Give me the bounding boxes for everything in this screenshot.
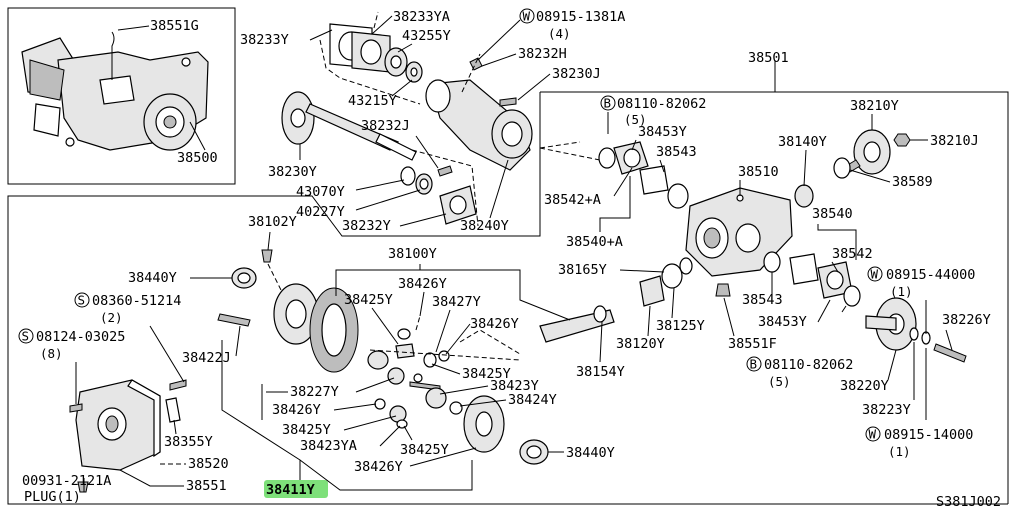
- label-38154Y: 38154Y: [576, 364, 625, 380]
- label-38422J: 38422J: [182, 350, 231, 366]
- label-38100Y: 38100Y: [388, 246, 437, 262]
- label-38427Y: 38427Y: [432, 294, 481, 310]
- label-08110-82062-bottom: 08110-82062: [764, 357, 853, 373]
- axle-assembly-inset: [21, 31, 209, 151]
- label-38425Y-d: 38425Y: [400, 442, 449, 458]
- label-38424Y: 38424Y: [508, 392, 557, 408]
- label-38540: 38540: [812, 206, 853, 222]
- label-38453Y-top: 38453Y: [638, 124, 687, 140]
- callout-w-08915-14000: W 08915-14000 (1): [865, 426, 973, 459]
- label-38423YA: 38423YA: [300, 438, 357, 454]
- highlight-box: [264, 480, 328, 498]
- label-08915-1381A: 08915-1381A: [536, 9, 625, 25]
- label-38440Y-top: 38440Y: [128, 270, 177, 286]
- label-38223Y: 38223Y: [862, 402, 911, 418]
- label-38232Y: 38232Y: [342, 218, 391, 234]
- label-38120Y: 38120Y: [616, 336, 665, 352]
- label-38425Y-c: 38425Y: [282, 422, 331, 438]
- qty-08110-82062-bottom: (5): [768, 374, 791, 389]
- callout-b-08110-82062-top: B 08110-82062 (5): [600, 95, 706, 127]
- differential-group: [69, 249, 549, 493]
- label-38210J: 38210J: [930, 133, 979, 149]
- w-symbol: W: [869, 427, 877, 442]
- label-08124-03025: 08124-03025: [36, 329, 125, 345]
- qty-08124-03025: (8): [40, 346, 63, 361]
- label-38551G: 38551G: [150, 18, 199, 34]
- w-symbol: W: [871, 267, 879, 282]
- label-38233YA: 38233YA: [393, 9, 450, 25]
- label-43070Y: 43070Y: [296, 184, 345, 200]
- callout-w-08915-44000: W 08915-44000 (1): [867, 266, 975, 299]
- b-symbol: B: [604, 96, 612, 111]
- label-38425Y-a: 38425Y: [344, 292, 393, 308]
- drawing-code: S381J002: [936, 494, 1001, 510]
- label-38226Y: 38226Y: [942, 312, 991, 328]
- label-38232J: 38232J: [361, 118, 410, 134]
- label-08360-51214: 08360-51214: [92, 293, 181, 309]
- label-38411Y[interactable]: 38411Y: [266, 482, 316, 498]
- label-38230J: 38230J: [552, 66, 601, 82]
- label-38355Y: 38355Y: [164, 434, 213, 450]
- label-40227Y: 40227Y: [296, 204, 345, 220]
- callout-s-08124-03025: S 08124-03025 (8): [18, 328, 125, 361]
- label-38426Y-d: 38426Y: [354, 459, 403, 475]
- label-38540A: 38540+A: [566, 234, 623, 250]
- label-08110-82062-top: 08110-82062: [617, 96, 706, 112]
- label-43215Y: 43215Y: [348, 93, 397, 109]
- label-38589: 38589: [892, 174, 933, 190]
- plug-note: PLUG(1): [24, 489, 81, 505]
- label-38543-right: 38543: [742, 292, 783, 308]
- label-38220Y: 38220Y: [840, 378, 889, 394]
- label-38542: 38542: [832, 246, 873, 262]
- label-38520: 38520: [188, 456, 229, 472]
- label-00931-2121A: 00931-2121A: [22, 473, 111, 489]
- label-38240Y: 38240Y: [460, 218, 509, 234]
- label-38426Y-a: 38426Y: [398, 276, 447, 292]
- callout-s-08360-51214: S 08360-51214 (2): [74, 292, 181, 325]
- label-38453Y-right: 38453Y: [758, 314, 807, 330]
- qty-08360-51214: (2): [100, 310, 123, 325]
- label-38501: 38501: [748, 50, 789, 66]
- callout-w-08915-1381A: W 08915-1381A (4): [519, 8, 625, 41]
- label-38542A: 38542+A: [544, 192, 601, 208]
- label-38140Y: 38140Y: [778, 134, 827, 150]
- qty-08915-1381A: (4): [548, 26, 571, 41]
- s-symbol: S: [78, 293, 86, 308]
- label-38426Y-b: 38426Y: [470, 316, 519, 332]
- label-38210Y: 38210Y: [850, 98, 899, 114]
- qty-08110-82062-top: (5): [624, 112, 647, 127]
- qty-08915-14000: (1): [888, 444, 911, 459]
- label-08915-44000: 08915-44000: [886, 267, 975, 283]
- label-38102Y: 38102Y: [248, 214, 297, 230]
- label-38423Y: 38423Y: [490, 378, 539, 394]
- label-38227Y: 38227Y: [290, 384, 339, 400]
- callout-b-08110-82062-bottom: B 08110-82062 (5): [746, 356, 853, 389]
- label-38440Y-bottom: 38440Y: [566, 445, 615, 461]
- label-38551: 38551: [186, 478, 227, 494]
- frames: [7, 7, 1009, 505]
- label-38125Y: 38125Y: [656, 318, 705, 334]
- qty-08915-44000: (1): [890, 284, 913, 299]
- label-38230Y: 38230Y: [268, 164, 317, 180]
- axle-shaft-group: [281, 11, 601, 227]
- label-08915-14000: 08915-14000: [884, 427, 973, 443]
- label-38232H: 38232H: [518, 46, 567, 62]
- label-38543-top: 38543: [656, 144, 697, 160]
- label-38165Y: 38165Y: [558, 262, 607, 278]
- b-symbol: B: [750, 357, 758, 372]
- label-38426Y-c: 38426Y: [272, 402, 321, 418]
- label-38510: 38510: [738, 164, 779, 180]
- label-43255Y: 43255Y: [402, 28, 451, 44]
- carrier-group: [539, 129, 967, 363]
- w-symbol: W: [523, 9, 531, 24]
- label-38233Y: 38233Y: [240, 32, 289, 48]
- label-38551F: 38551F: [728, 336, 777, 352]
- label-38500: 38500: [177, 150, 218, 166]
- label-38425Y-b: 38425Y: [462, 366, 511, 382]
- s-symbol: S: [22, 329, 30, 344]
